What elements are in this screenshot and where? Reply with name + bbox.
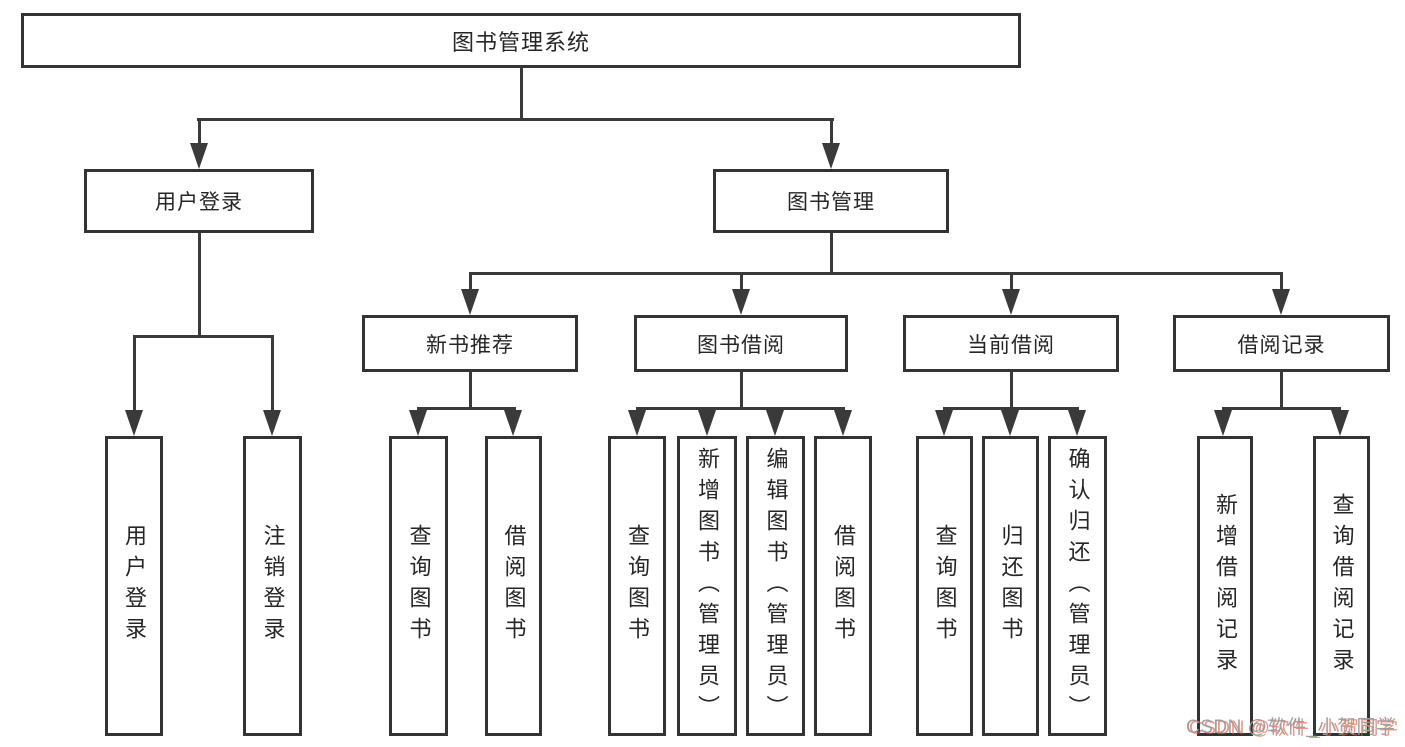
- leaf-nb-query-books-label: 查询图书: [406, 524, 432, 648]
- connector-to-leaf-logout: [271, 335, 274, 412]
- node-borrow-records: 借阅记录: [1173, 315, 1390, 372]
- connector-user-login-trunk: [198, 233, 201, 337]
- node-book-mgmt: 图书管理: [713, 169, 949, 233]
- arrowhead-nb-borrow: [504, 410, 522, 436]
- arrowhead-cb-confirm: [1068, 410, 1086, 436]
- connector-level3-bracket: [469, 272, 1283, 275]
- leaf-nb-borrow-books-label: 借阅图书: [501, 524, 527, 648]
- leaf-user-login: 用户登录: [105, 436, 163, 736]
- connector-to-borrow-records: [1280, 272, 1283, 292]
- arrowhead-bb-query: [628, 410, 646, 436]
- node-book-borrow-label: 图书借阅: [697, 333, 785, 357]
- node-root: 图书管理系统: [21, 13, 1021, 68]
- arrowhead-new-books: [461, 289, 479, 315]
- connector-to-leaf-login: [133, 335, 136, 412]
- leaf-bb-add-books-admin: 新增图书（管理员）: [677, 436, 737, 736]
- connector-borrow-records-bracket: [1222, 407, 1341, 410]
- arrowhead-br-query: [1331, 410, 1349, 436]
- leaf-bb-add-books-admin-label: 新增图书（管理员）: [695, 446, 720, 726]
- node-current-borrow-label: 当前借阅: [967, 333, 1055, 357]
- leaf-bb-query-books-label: 查询图书: [625, 524, 650, 648]
- leaf-logout: 注销登录: [243, 436, 302, 736]
- arrowhead-current-borrow: [1002, 289, 1020, 315]
- connector-book-borrow-bracket: [636, 407, 845, 410]
- node-user-login: 用户登录: [84, 169, 314, 233]
- leaf-cb-query-books: 查询图书: [916, 436, 973, 736]
- leaf-cb-confirm-return-admin-label: 确认归还（管理员）: [1065, 446, 1091, 726]
- connector-borrow-records-trunk: [1280, 372, 1283, 408]
- node-current-borrow: 当前借阅: [903, 315, 1119, 372]
- leaf-bb-borrow-books: 借阅图书: [814, 436, 872, 736]
- connector-to-current-borrow: [1010, 272, 1013, 292]
- connector-user-login-bracket: [133, 335, 274, 338]
- connector-new-books-trunk: [469, 372, 472, 408]
- node-user-login-label: 用户登录: [155, 191, 243, 214]
- csdn-watermark: CSDN @软件_小贺同学: [1186, 717, 1396, 738]
- connector-root-trunk: [520, 68, 523, 121]
- leaf-nb-query-books: 查询图书: [389, 436, 448, 736]
- leaf-logout-label: 注销登录: [260, 524, 286, 648]
- connector-to-new-books: [469, 272, 472, 292]
- connector-book-mgmt-trunk: [830, 233, 833, 275]
- connector-current-borrow-bracket: [943, 407, 1079, 410]
- leaf-user-login-label: 用户登录: [122, 524, 147, 648]
- node-new-books-label: 新书推荐: [426, 333, 514, 357]
- leaf-cb-return-books: 归还图书: [982, 436, 1039, 736]
- node-book-mgmt-label: 图书管理: [787, 191, 875, 214]
- leaf-bb-edit-books-admin-label: 编辑图书（管理员）: [763, 446, 789, 726]
- connector-to-user-login: [198, 118, 201, 148]
- leaf-br-query-record: 查询借阅记录: [1313, 436, 1370, 736]
- leaf-br-query-record-label: 查询借阅记录: [1329, 493, 1355, 679]
- arrowhead-leaf-login: [125, 410, 143, 436]
- leaf-cb-query-books-label: 查询图书: [932, 524, 958, 648]
- node-book-borrow: 图书借阅: [634, 315, 848, 372]
- node-new-books: 新书推荐: [362, 315, 578, 372]
- leaf-bb-edit-books-admin: 编辑图书（管理员）: [746, 436, 805, 736]
- leaf-bb-borrow-books-label: 借阅图书: [831, 524, 856, 648]
- arrowhead-bb-borrow: [834, 410, 852, 436]
- arrowhead-bb-edit: [766, 410, 784, 436]
- leaf-br-add-record-label: 新增借阅记录: [1213, 493, 1238, 679]
- arrowhead-book-mgmt: [822, 143, 840, 169]
- leaf-br-add-record: 新增借阅记录: [1197, 436, 1253, 736]
- connector-current-borrow-trunk: [1010, 372, 1013, 408]
- connector-level2-bracket: [197, 118, 834, 121]
- leaf-bb-query-books: 查询图书: [608, 436, 666, 736]
- arrowhead-br-add: [1214, 410, 1232, 436]
- connector-new-books-bracket: [417, 407, 516, 410]
- arrowhead-user-login: [190, 143, 208, 169]
- arrowhead-nb-query: [409, 410, 427, 436]
- arrowhead-bb-add: [698, 410, 716, 436]
- arrowhead-book-borrow: [732, 289, 750, 315]
- arrowhead-cb-return: [1001, 410, 1019, 436]
- node-root-label: 图书管理系统: [451, 29, 590, 55]
- leaf-nb-borrow-books: 借阅图书: [485, 436, 542, 736]
- connector-to-book-mgmt: [830, 118, 833, 148]
- node-borrow-records-label: 借阅记录: [1237, 333, 1326, 357]
- arrowhead-leaf-logout: [263, 410, 281, 436]
- arrowhead-borrow-records: [1272, 289, 1290, 315]
- leaf-cb-confirm-return-admin: 确认归还（管理员）: [1048, 436, 1107, 736]
- connector-book-borrow-trunk: [740, 372, 743, 408]
- leaf-cb-return-books-label: 归还图书: [998, 524, 1024, 648]
- connector-to-book-borrow: [740, 272, 743, 292]
- arrowhead-cb-query: [935, 410, 953, 436]
